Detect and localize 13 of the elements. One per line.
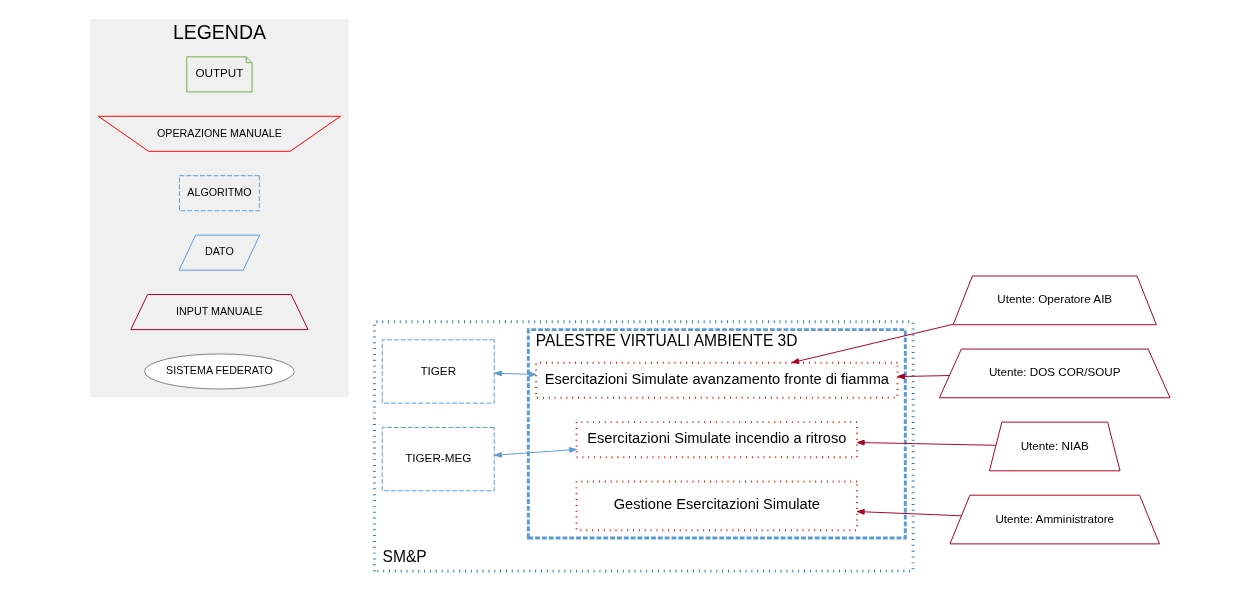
arrow <box>493 447 577 458</box>
node-box: Esercitazioni Simulate incendio a ritroso <box>575 421 858 459</box>
node-box: Gestione Esercitazioni Simulate <box>575 480 858 532</box>
arrow <box>790 323 954 364</box>
node-box: TIGER-MEG <box>381 427 495 492</box>
node-box: ALGORITMO <box>178 175 260 212</box>
arrow <box>856 439 996 446</box>
node-box: TIGER <box>381 339 495 404</box>
arrow <box>493 370 536 378</box>
arrow <box>856 508 962 517</box>
arrow <box>896 373 950 380</box>
node-box: Esercitazioni Simulate avanzamento fronte di fiamma <box>534 361 898 399</box>
node-ellipse: SISTEMA FEDERATO <box>143 353 295 390</box>
